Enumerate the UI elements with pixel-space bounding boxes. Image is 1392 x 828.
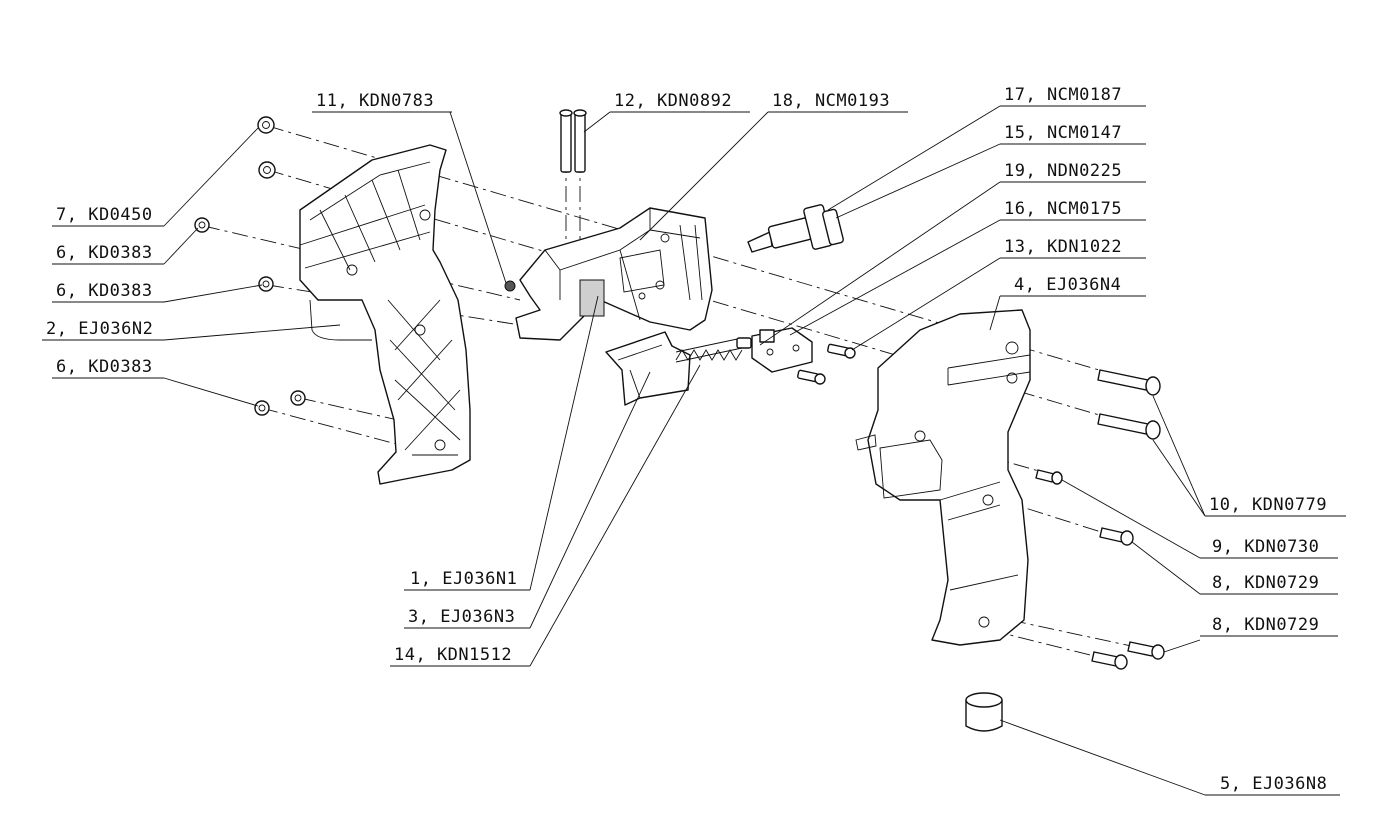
nut-7: [257, 116, 275, 134]
right-housing-half: [855, 309, 1031, 646]
callout-18: 18, NCM0193: [772, 91, 890, 111]
screw-10b: [1097, 413, 1161, 440]
callout-6c: 6, KD0383: [56, 357, 153, 377]
screw-13: [827, 343, 856, 359]
callout-17: 17, NCM0187: [1004, 85, 1122, 105]
left-housing-half: [299, 144, 471, 485]
cap-5: [965, 692, 1003, 732]
callout-4: 4, EJ036N4: [1014, 275, 1121, 295]
nut-6a: [258, 161, 276, 179]
nut-6d: [254, 400, 270, 416]
nut-6e: [290, 390, 306, 406]
callout-9: 9, KDN0730: [1212, 537, 1319, 557]
valve-17-15: [747, 204, 844, 253]
screw-19: [797, 369, 826, 385]
callout-15: 15, NCM0147: [1004, 123, 1122, 143]
callout-1: 1, EJ036N1: [410, 569, 517, 589]
callout-2: 2, EJ036N2: [46, 319, 153, 339]
nut-6c: [258, 276, 274, 292]
callout-10: 10, KDN0779: [1209, 495, 1327, 515]
callout-3: 3, EJ036N3: [408, 607, 515, 627]
trigger-3: [605, 331, 691, 406]
callout-13: 13, KDN1022: [1004, 237, 1122, 257]
callout-leaders: [163, 105, 1206, 796]
callout-6a: 6, KD0383: [56, 243, 153, 263]
spring-14: [675, 337, 743, 363]
callout-7: 7, KD0450: [56, 205, 153, 225]
callout-6b: 6, KD0383: [56, 281, 153, 301]
screw-8a: [1099, 527, 1134, 546]
switch-16: [736, 327, 813, 373]
callout-16: 16, NCM0175: [1004, 199, 1122, 219]
nut-6b: [194, 217, 210, 233]
mechanism-body: [515, 207, 713, 341]
callout-8b: 8, KDN0729: [1212, 615, 1319, 635]
screw-8b: [1127, 641, 1165, 660]
callout-5: 5, EJ036N8: [1220, 774, 1327, 794]
pins-12: [559, 109, 587, 173]
nut-11: [504, 280, 516, 292]
screw-10a: [1097, 369, 1161, 396]
callout-14: 14, KDN1512: [394, 645, 512, 665]
callout-labels: 11, KDN0783 12, KDN0892 18, NCM0193 17, …: [42, 85, 1346, 796]
callout-11: 11, KDN0783: [316, 91, 434, 111]
callout-12: 12, KDN0892: [614, 91, 732, 111]
screw-9: [1035, 469, 1063, 485]
callout-8a: 8, KDN0729: [1212, 573, 1319, 593]
screw-8c: [1091, 651, 1128, 670]
callout-19: 19, NDN0225: [1004, 161, 1122, 181]
